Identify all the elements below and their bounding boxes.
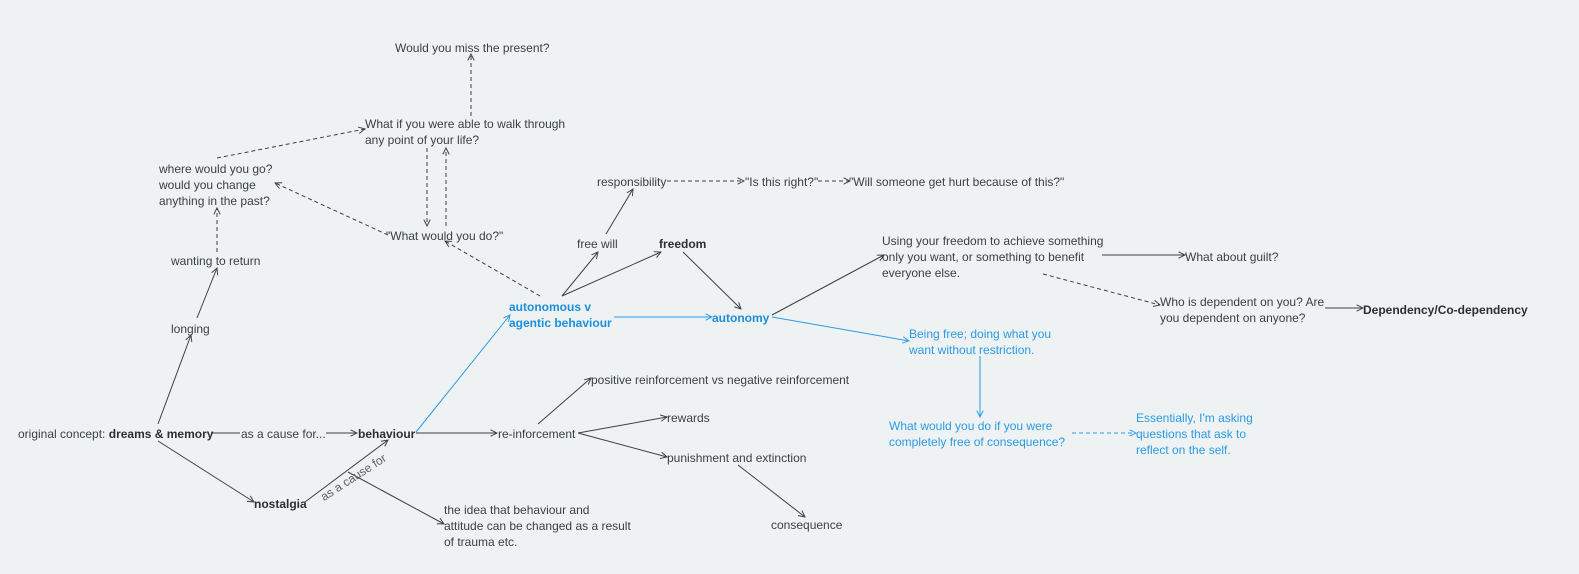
node-will-someone-get-hurt[interactable]: "Will someone get hurt because of this?" [849, 175, 1065, 189]
original-concept-prefix: original concept: [18, 427, 109, 441]
edge-where-to-whatif[interactable] [216, 129, 365, 159]
node-is-this-right[interactable]: "Is this right?" [745, 175, 819, 189]
edge-autonomous-to-freedom[interactable] [561, 252, 661, 297]
node-what-if-walk-through[interactable]: What if you were able to walk through an… [365, 117, 566, 147]
edge-branch-to-idea[interactable] [347, 471, 444, 524]
node-original-concept[interactable]: original concept: dreams & memory [18, 426, 213, 442]
node-free-will[interactable]: free will [577, 237, 618, 251]
node-who-is-dependent[interactable]: Who is dependent on you? Are you depende… [1160, 295, 1325, 325]
node-essentially[interactable]: Essentially, I'm asking questions that a… [1136, 411, 1253, 457]
node-idea-behaviour-trauma[interactable]: the idea that behaviour and attitude can… [444, 503, 631, 549]
edge-longing-to-wanting[interactable] [196, 268, 217, 319]
node-wanting-to-return[interactable]: wanting to return [171, 254, 261, 268]
edge-freedom-to-autonomy[interactable] [682, 251, 741, 309]
node-autonomy[interactable]: autonomy [712, 311, 770, 325]
edge-reinforcement-to-rewards[interactable] [577, 417, 667, 434]
edge-autonomous-to-freewill[interactable] [561, 252, 598, 297]
node-where-would-you-go[interactable]: where would you go? would you change any… [159, 162, 273, 208]
edge-reinforcement-to-punishment[interactable] [577, 432, 667, 457]
edge-autonomy-to-usingfreedom[interactable] [771, 255, 884, 316]
edge-freewill-to-responsibility[interactable] [605, 189, 633, 235]
edge-usingfreedom-to-dependent[interactable] [1042, 273, 1160, 305]
node-rewards[interactable]: rewards [667, 411, 710, 425]
node-reinforcement[interactable]: re-inforcement [498, 427, 576, 441]
edge-dreams-to-longing[interactable] [157, 335, 191, 425]
node-being-free[interactable]: Being free; doing what you want without … [909, 327, 1052, 357]
edge-autonomous-to-whatdo[interactable] [445, 241, 541, 297]
node-as-a-cause-for[interactable]: as a cause for... [241, 427, 326, 441]
node-freedom[interactable]: freedom [659, 237, 707, 251]
edge-punishment-to-consequence[interactable] [737, 464, 805, 517]
edge-behaviour-to-autonomous[interactable] [415, 315, 510, 433]
node-using-your-freedom[interactable]: Using your freedom to achieve something … [882, 234, 1104, 280]
node-what-would-you-do[interactable]: "What would you do?" [386, 229, 504, 243]
node-nostalgia[interactable]: nostalgia [254, 497, 307, 511]
node-behaviour[interactable]: behaviour [358, 427, 416, 441]
node-positive-negative[interactable]: positive reinforcement vs negative reinf… [591, 373, 850, 387]
node-autonomous-agentic[interactable]: autonomous v agentic behaviour [509, 300, 612, 330]
node-consequence[interactable]: consequence [771, 518, 843, 532]
node-punishment-extinction[interactable]: punishment and extinction [667, 451, 807, 465]
dreams-memory-label: dreams & memory [108, 427, 214, 441]
node-longing[interactable]: longing [171, 322, 210, 336]
edge-reinforcement-to-positive[interactable] [537, 378, 591, 425]
edge-autonomy-to-beingfree[interactable] [771, 316, 909, 341]
node-responsibility[interactable]: responsibility [597, 175, 667, 189]
edge-nostalgia-to-behaviour[interactable] [304, 440, 388, 503]
edge-whatdo-to-where[interactable] [275, 183, 389, 236]
node-dependency[interactable]: Dependency/Co-dependency [1363, 303, 1528, 317]
node-what-about-guilt[interactable]: What about guilt? [1185, 250, 1279, 264]
node-completely-free[interactable]: What would you do if you were completely… [889, 419, 1066, 449]
node-miss-the-present[interactable]: Would you miss the present? [395, 41, 550, 55]
edge-dreams-to-nostalgia[interactable] [157, 440, 254, 502]
